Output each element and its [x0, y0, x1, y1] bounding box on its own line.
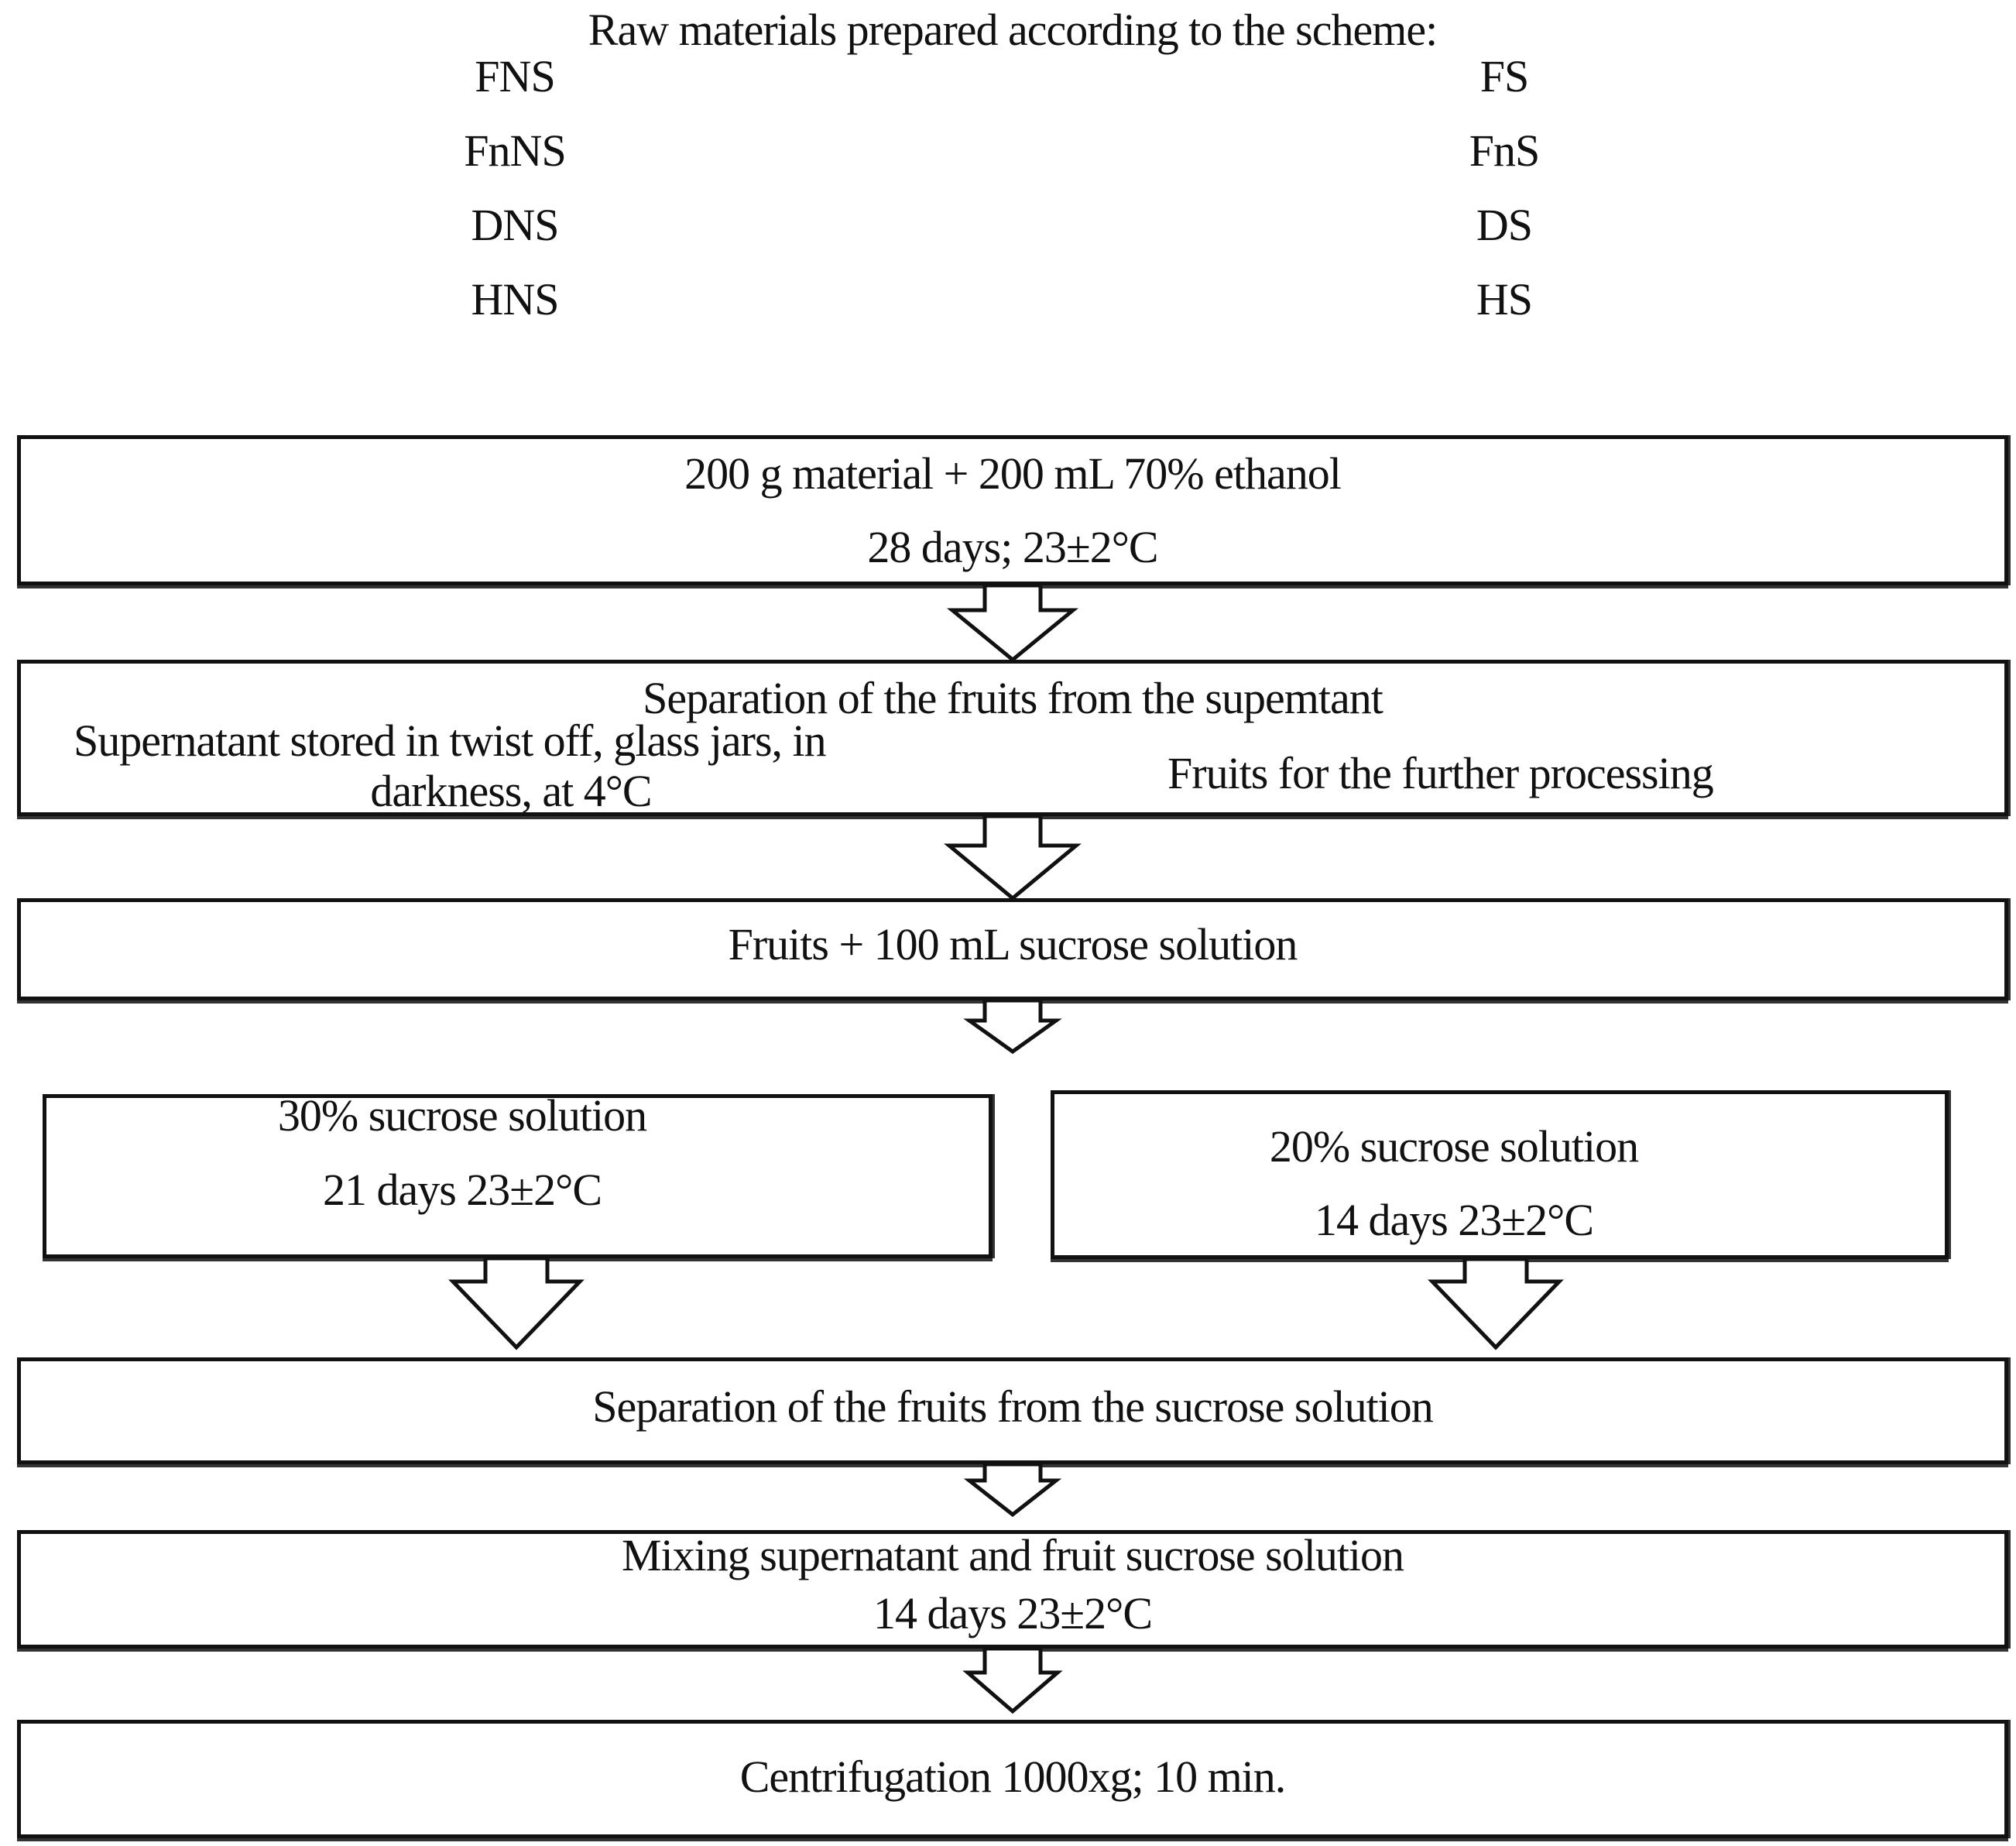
step-maceration-line1: 200 g material + 200 mL 70% ethanol — [684, 448, 1342, 499]
branch-20-percent-line2: 14 days 23±2°C — [1314, 1195, 1594, 1245]
branch-30-percent-line1: 30% sucrose solution — [277, 1090, 647, 1141]
step-maceration-line2: 28 days; 23±2°C — [867, 522, 1158, 572]
step-mixing-box — [17, 1530, 2008, 1649]
step-separation-supernatant-title: Separation of the fruits from the supemt… — [643, 673, 1383, 723]
branch-30-percent-line2: 21 days 23±2°C — [322, 1165, 602, 1215]
code-right-3: DS — [1476, 200, 1533, 250]
arrow-down-4 — [963, 1462, 1062, 1518]
branch-20-percent-line1: 20% sucrose solution — [1269, 1121, 1639, 1172]
code-left-3: DNS — [471, 200, 559, 250]
arrow-down-20-branch — [1428, 1257, 1564, 1350]
code-left-4: HNS — [471, 274, 559, 324]
code-right-4: HS — [1476, 274, 1533, 324]
code-left-1: FNS — [475, 51, 555, 101]
step-sucrose-addition-text: Fruits + 100 mL sucrose solution — [728, 919, 1298, 969]
branch-20-percent-box — [1051, 1090, 1949, 1259]
step-separation-sucrose-box — [17, 1357, 2008, 1464]
arrow-down-1 — [947, 583, 1078, 663]
header-title: Raw materials prepared according to the … — [588, 5, 1438, 55]
arrow-down-5 — [962, 1646, 1063, 1714]
supernatant-storage-line2: darkness, at 4°C — [370, 766, 652, 816]
arrow-down-3 — [963, 998, 1062, 1055]
step-separation-sucrose-text: Separation of the fruits from the sucros… — [592, 1381, 1434, 1432]
code-left-2: FnNS — [464, 125, 566, 176]
code-right-2: FnS — [1469, 125, 1541, 176]
code-right-1: FS — [1479, 51, 1530, 101]
fruits-further-processing: Fruits for the further processing — [1167, 748, 1714, 798]
arrow-down-2 — [944, 814, 1082, 901]
step-mixing-line2: 14 days 23±2°C — [873, 1588, 1153, 1638]
step-centrifugation-box — [17, 1720, 2008, 1838]
step-centrifugation-text: Centrifugation 1000xg; 10 min. — [739, 1752, 1287, 1802]
step-mixing-line1: Mixing supernatant and fruit sucrose sol… — [621, 1530, 1404, 1580]
arrow-down-30-branch — [448, 1256, 585, 1350]
step-maceration-box — [17, 435, 2008, 585]
supernatant-storage-line1: Supernatant stored in twist off, glass j… — [74, 715, 827, 766]
